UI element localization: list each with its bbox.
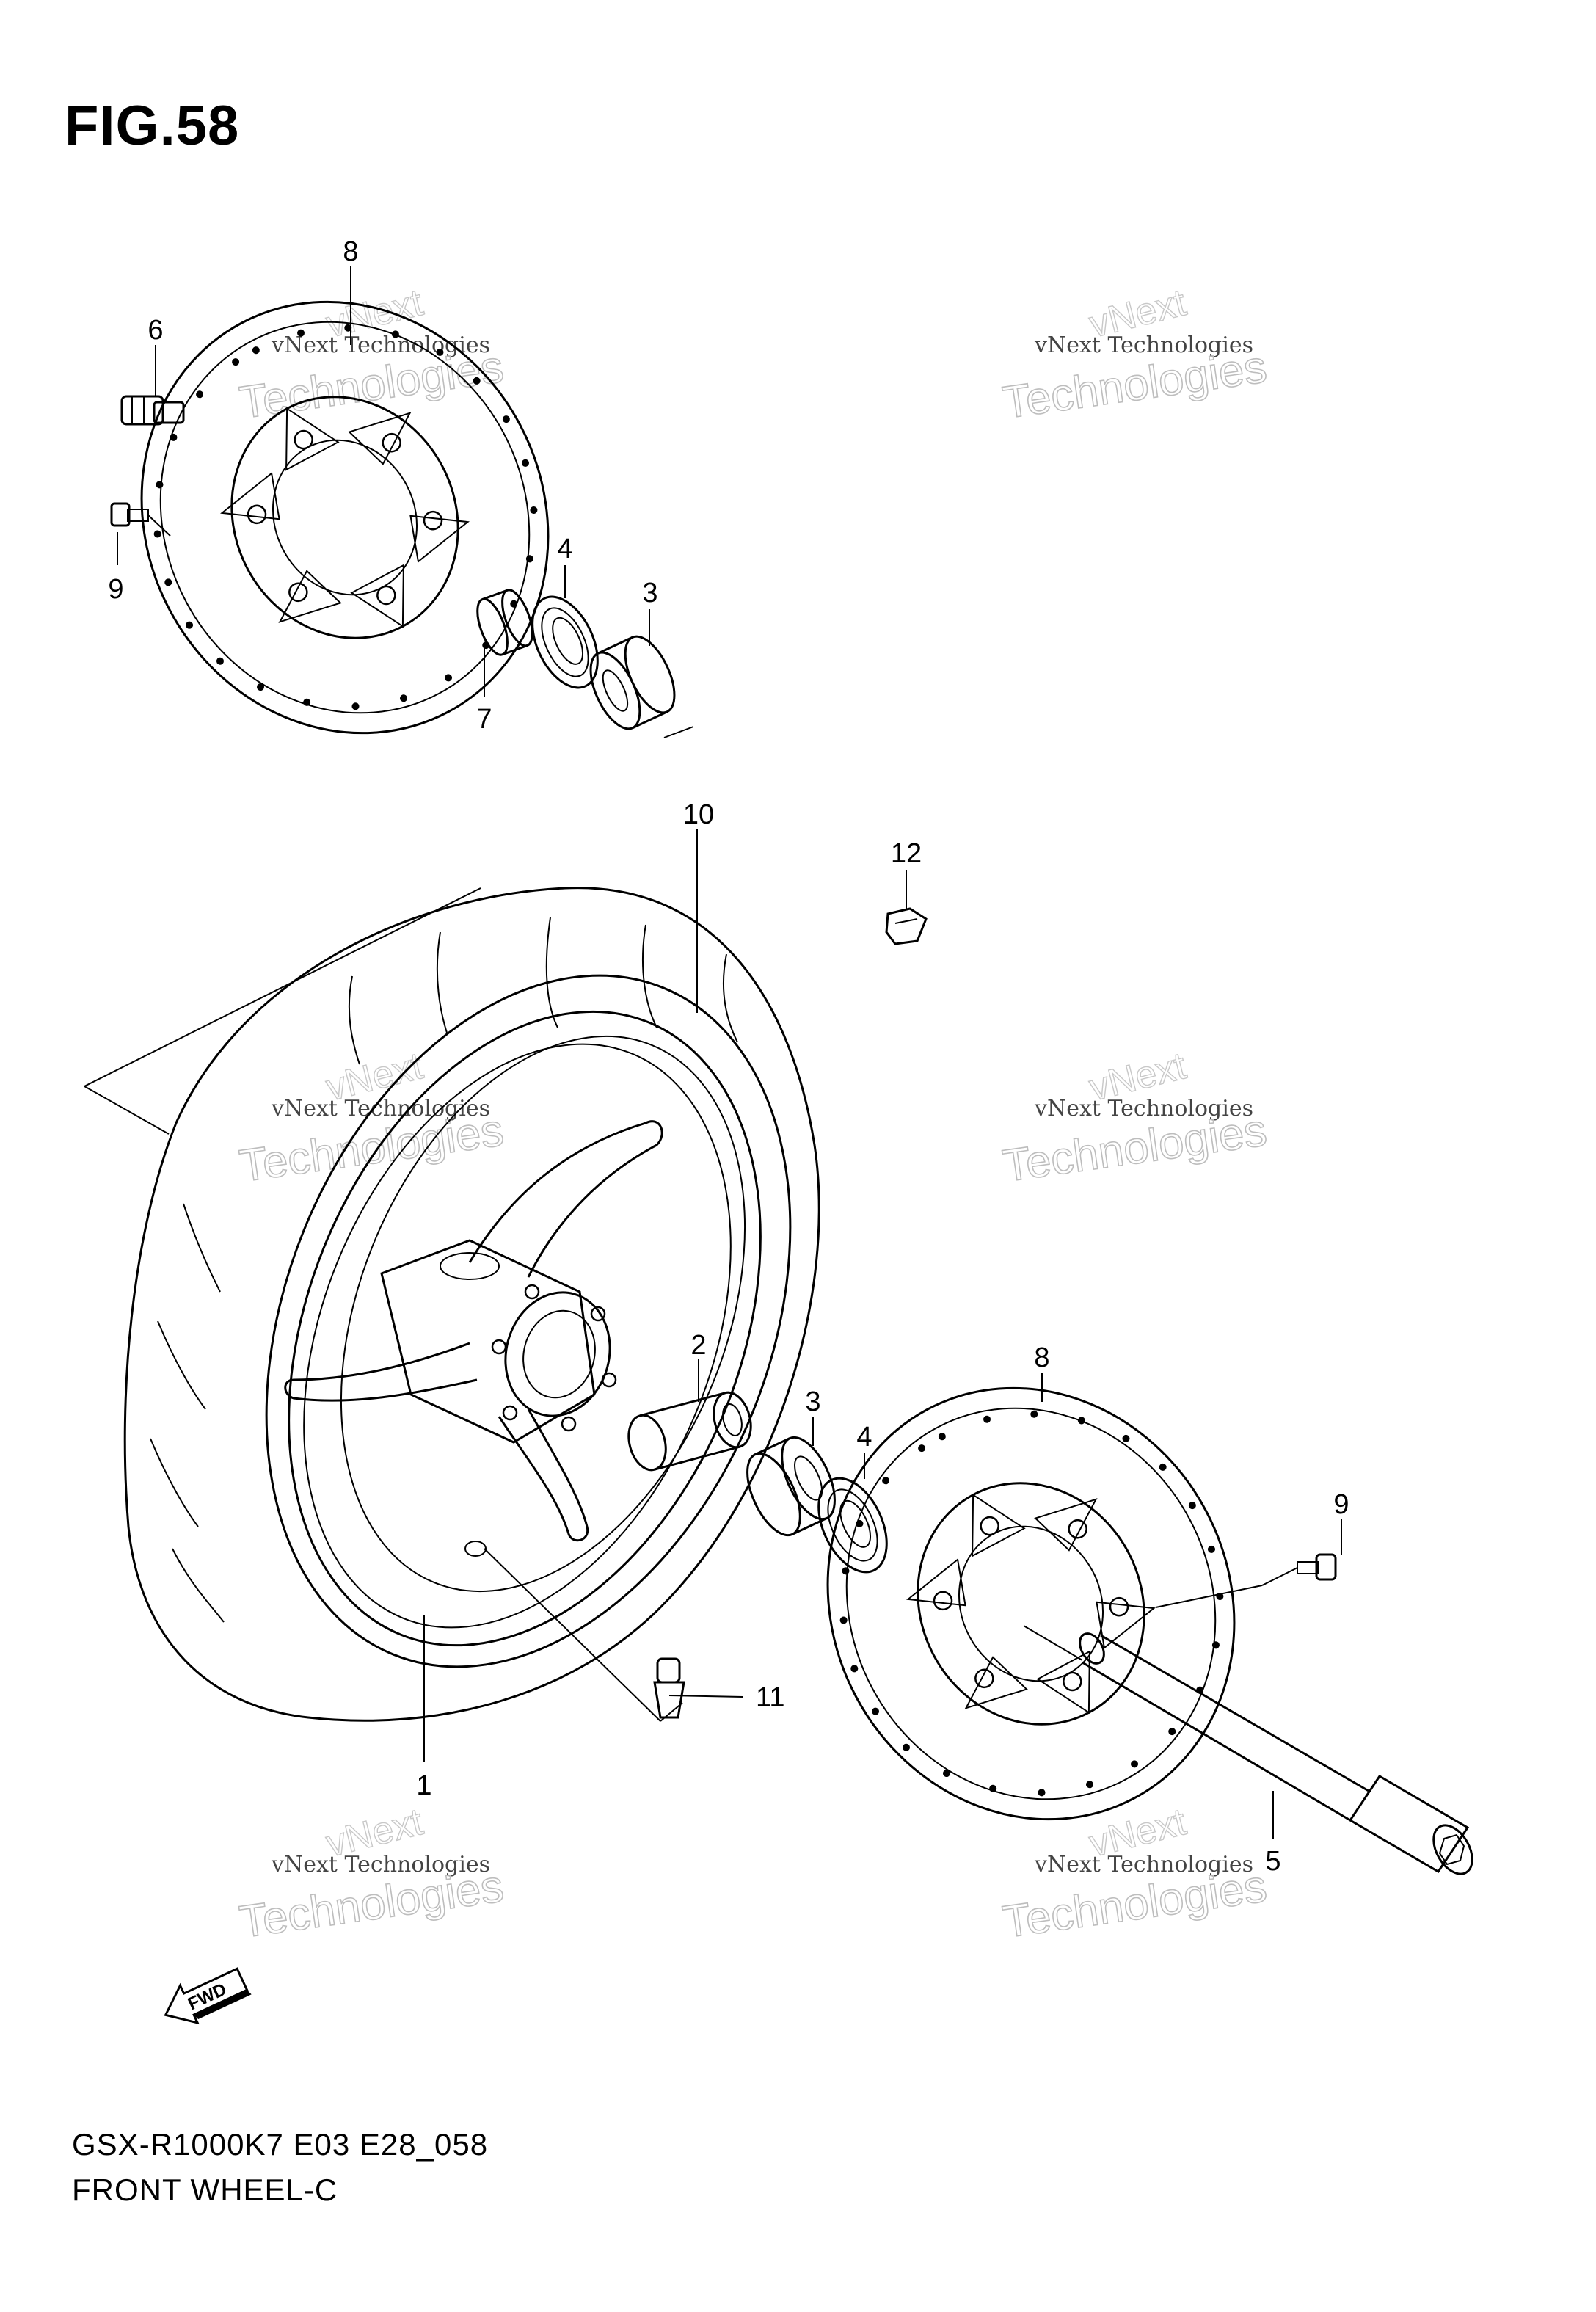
leader-lines — [117, 266, 1342, 1839]
tyre-tread-outer — [123, 887, 820, 1722]
part-4-seal-upper — [531, 595, 599, 689]
part-3-bearing-upper — [589, 635, 676, 730]
watermark-bottom-left: vNext vNext Technologies Technologies — [236, 1800, 508, 1948]
part-11-tyre-valve — [653, 1657, 743, 1719]
svg-text:vNext Technologies: vNext Technologies — [1034, 332, 1253, 358]
part-12-balancer-weight — [885, 907, 928, 945]
watermark-bottom-right: vNext vNext Technologies Technologies — [999, 1800, 1271, 1948]
watermark-top-right: vNext vNext Technologies Technologies — [999, 280, 1271, 429]
svg-text:vNext Technologies: vNext Technologies — [1034, 1096, 1253, 1122]
fwd-direction-arrow: FWD — [164, 1967, 252, 2025]
part-7-spacer — [476, 589, 533, 656]
svg-text:vNext Technologies: vNext Technologies — [1034, 1852, 1253, 1877]
upper-axis-line — [663, 726, 694, 738]
callout-8-lower: 8 — [1034, 1342, 1049, 1373]
brake-disc-upper — [140, 300, 550, 735]
front-wheel-assembly — [123, 887, 820, 1722]
callout-10: 10 — [683, 799, 714, 830]
disc-upper-bolt-holes — [247, 429, 443, 606]
disc-lower-spokes — [906, 1493, 1156, 1715]
model-code: GSX-R1000K7 E03 E28_058 — [72, 2127, 489, 2162]
tyre-sidewall — [265, 974, 792, 1668]
watermark-mid-left: vNext vNext Technologies Technologies — [236, 1044, 508, 1192]
valve-hole — [464, 1541, 487, 1557]
callout-7: 7 — [476, 704, 492, 735]
part-2-spacer-tube — [627, 1391, 752, 1472]
part-6-plug — [120, 395, 185, 426]
disc-lower-bolt-holes — [933, 1516, 1129, 1692]
callout-3-upper: 3 — [642, 578, 657, 608]
disc-lower-vent-holes — [839, 1410, 1224, 1797]
callout-5: 5 — [1265, 1846, 1280, 1877]
disc-upper-vent-holes — [153, 324, 538, 710]
part-9-bolt-upper — [110, 502, 171, 537]
rim-inner-2 — [340, 1035, 746, 1593]
part-3-bearing-lower — [746, 1436, 836, 1537]
callout-numbers: 8 6 9 7 4 3 10 12 2 3 4 8 9 11 1 5 — [108, 236, 1349, 1877]
callout-11: 11 — [756, 1682, 784, 1713]
callout-1: 1 — [416, 1770, 431, 1801]
callout-9-upper: 9 — [108, 574, 123, 605]
callout-3-lower: 3 — [805, 1386, 820, 1417]
callout-2: 2 — [690, 1330, 706, 1361]
figure-title: FIG.58 — [65, 95, 240, 157]
wheel-spokes — [284, 1120, 663, 1542]
callout-9-lower: 9 — [1333, 1489, 1349, 1520]
callout-6: 6 — [147, 315, 163, 346]
disc-upper-spokes — [220, 407, 470, 628]
rim-inner — [303, 1043, 732, 1629]
part-5-axle — [1023, 1625, 1473, 1875]
callout-4-upper: 4 — [557, 534, 572, 564]
svg-text:vNext Technologies: vNext Technologies — [271, 1852, 490, 1877]
perspective-guide-lines — [84, 887, 683, 1722]
watermark-mid-right: vNext vNext Technologies Technologies — [999, 1044, 1271, 1192]
callout-4-lower: 4 — [856, 1422, 872, 1453]
section-name: FRONT WHEEL-C — [72, 2173, 338, 2207]
brake-disc-lower — [826, 1386, 1236, 1821]
part-9-bolt-lower — [1155, 1553, 1337, 1608]
rim-outer — [288, 1010, 762, 1647]
callout-12: 12 — [891, 838, 922, 869]
wheel-hub — [380, 1239, 617, 1444]
callout-8-upper: 8 — [343, 236, 358, 267]
tyre-tread-grooves — [150, 917, 738, 1623]
